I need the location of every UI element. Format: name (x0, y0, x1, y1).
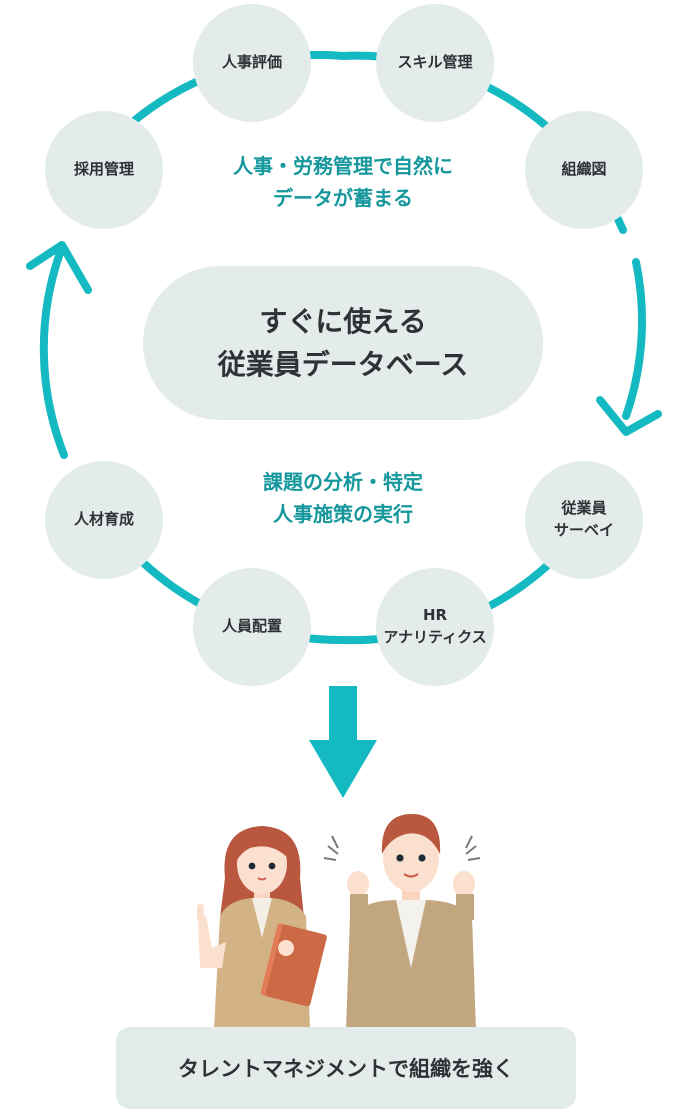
man-figure-icon (323, 814, 481, 1030)
node-staffing: 人員配置 (193, 568, 311, 686)
node-label: HR (422, 606, 448, 625)
node-label: 従業員 (561, 499, 607, 518)
caption-line: 人事・労務管理で自然に (233, 154, 453, 178)
cycle-arc-right (622, 258, 646, 420)
down-arrow-icon (309, 686, 377, 798)
node-label: 人材育成 (73, 510, 134, 529)
center-database-label: すぐに使える 従業員データベース (143, 266, 543, 420)
node-label: 採用管理 (73, 160, 134, 179)
result-label-box: タレントマネジメントで組織を強く (116, 1027, 576, 1109)
node-skill-management: スキル管理 (376, 4, 494, 122)
node-org-chart: 組織図 (525, 111, 643, 229)
center-label-line: すぐに使える (259, 304, 427, 338)
cycle-arrowhead-left (26, 241, 92, 294)
result-label: タレントマネジメントで組織を強く (178, 1057, 514, 1081)
node-label: 組織図 (561, 160, 607, 179)
caption-line: データが蓄まる (273, 186, 413, 210)
two-people-illustration (197, 814, 481, 1030)
node-label: 人事評価 (221, 53, 282, 72)
node-label: アナリティクス (383, 628, 487, 646)
center-label-line: 従業員データベース (217, 348, 469, 381)
caption-line: 課題の分析・特定 (263, 470, 423, 494)
node-label: スキル管理 (397, 53, 473, 72)
cycle-top-caption: 人事・労務管理で自然に データが蓄まる (0, 150, 686, 214)
caption-line: 人事施策の実行 (273, 502, 413, 526)
node-recruitment: 採用管理 (45, 111, 163, 229)
node-label: サーベイ (553, 521, 614, 539)
node-label: 人員配置 (221, 617, 282, 636)
node-talent-development: 人材育成 (45, 461, 163, 579)
woman-figure-icon (197, 826, 327, 1030)
cycle-arc-left (39, 246, 68, 459)
cycle-bottom-caption: 課題の分析・特定 人事施策の実行 (0, 466, 686, 530)
cycle-arrowhead-right (596, 396, 662, 436)
node-hr-analytics: HR アナリティクス (376, 568, 494, 686)
node-hr-evaluation: 人事評価 (193, 4, 311, 122)
node-employee-survey: 従業員 サーベイ (525, 461, 643, 579)
